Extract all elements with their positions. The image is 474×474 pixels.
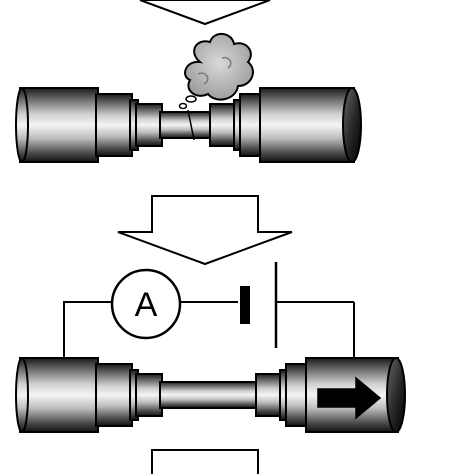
left-grip (15, 357, 163, 433)
ammeter-label: A (135, 286, 158, 324)
bottom-down-arrow-icon (151, 449, 259, 474)
left-grip (15, 87, 163, 163)
right-grip (209, 87, 362, 163)
smoke-cloud-icon (178, 33, 254, 110)
specimen-bottom-intact (15, 357, 406, 433)
circuit: A (63, 262, 355, 370)
middle-down-arrow-icon (117, 195, 293, 266)
broken-neck (159, 109, 213, 141)
battery-icon (240, 262, 278, 348)
top-down-arrow-icon (139, 0, 271, 26)
specimen-top-broken (15, 87, 362, 163)
ammeter-icon: A (110, 268, 182, 340)
gauge-neck (159, 381, 261, 409)
pull-direction-arrow-icon (317, 376, 382, 420)
